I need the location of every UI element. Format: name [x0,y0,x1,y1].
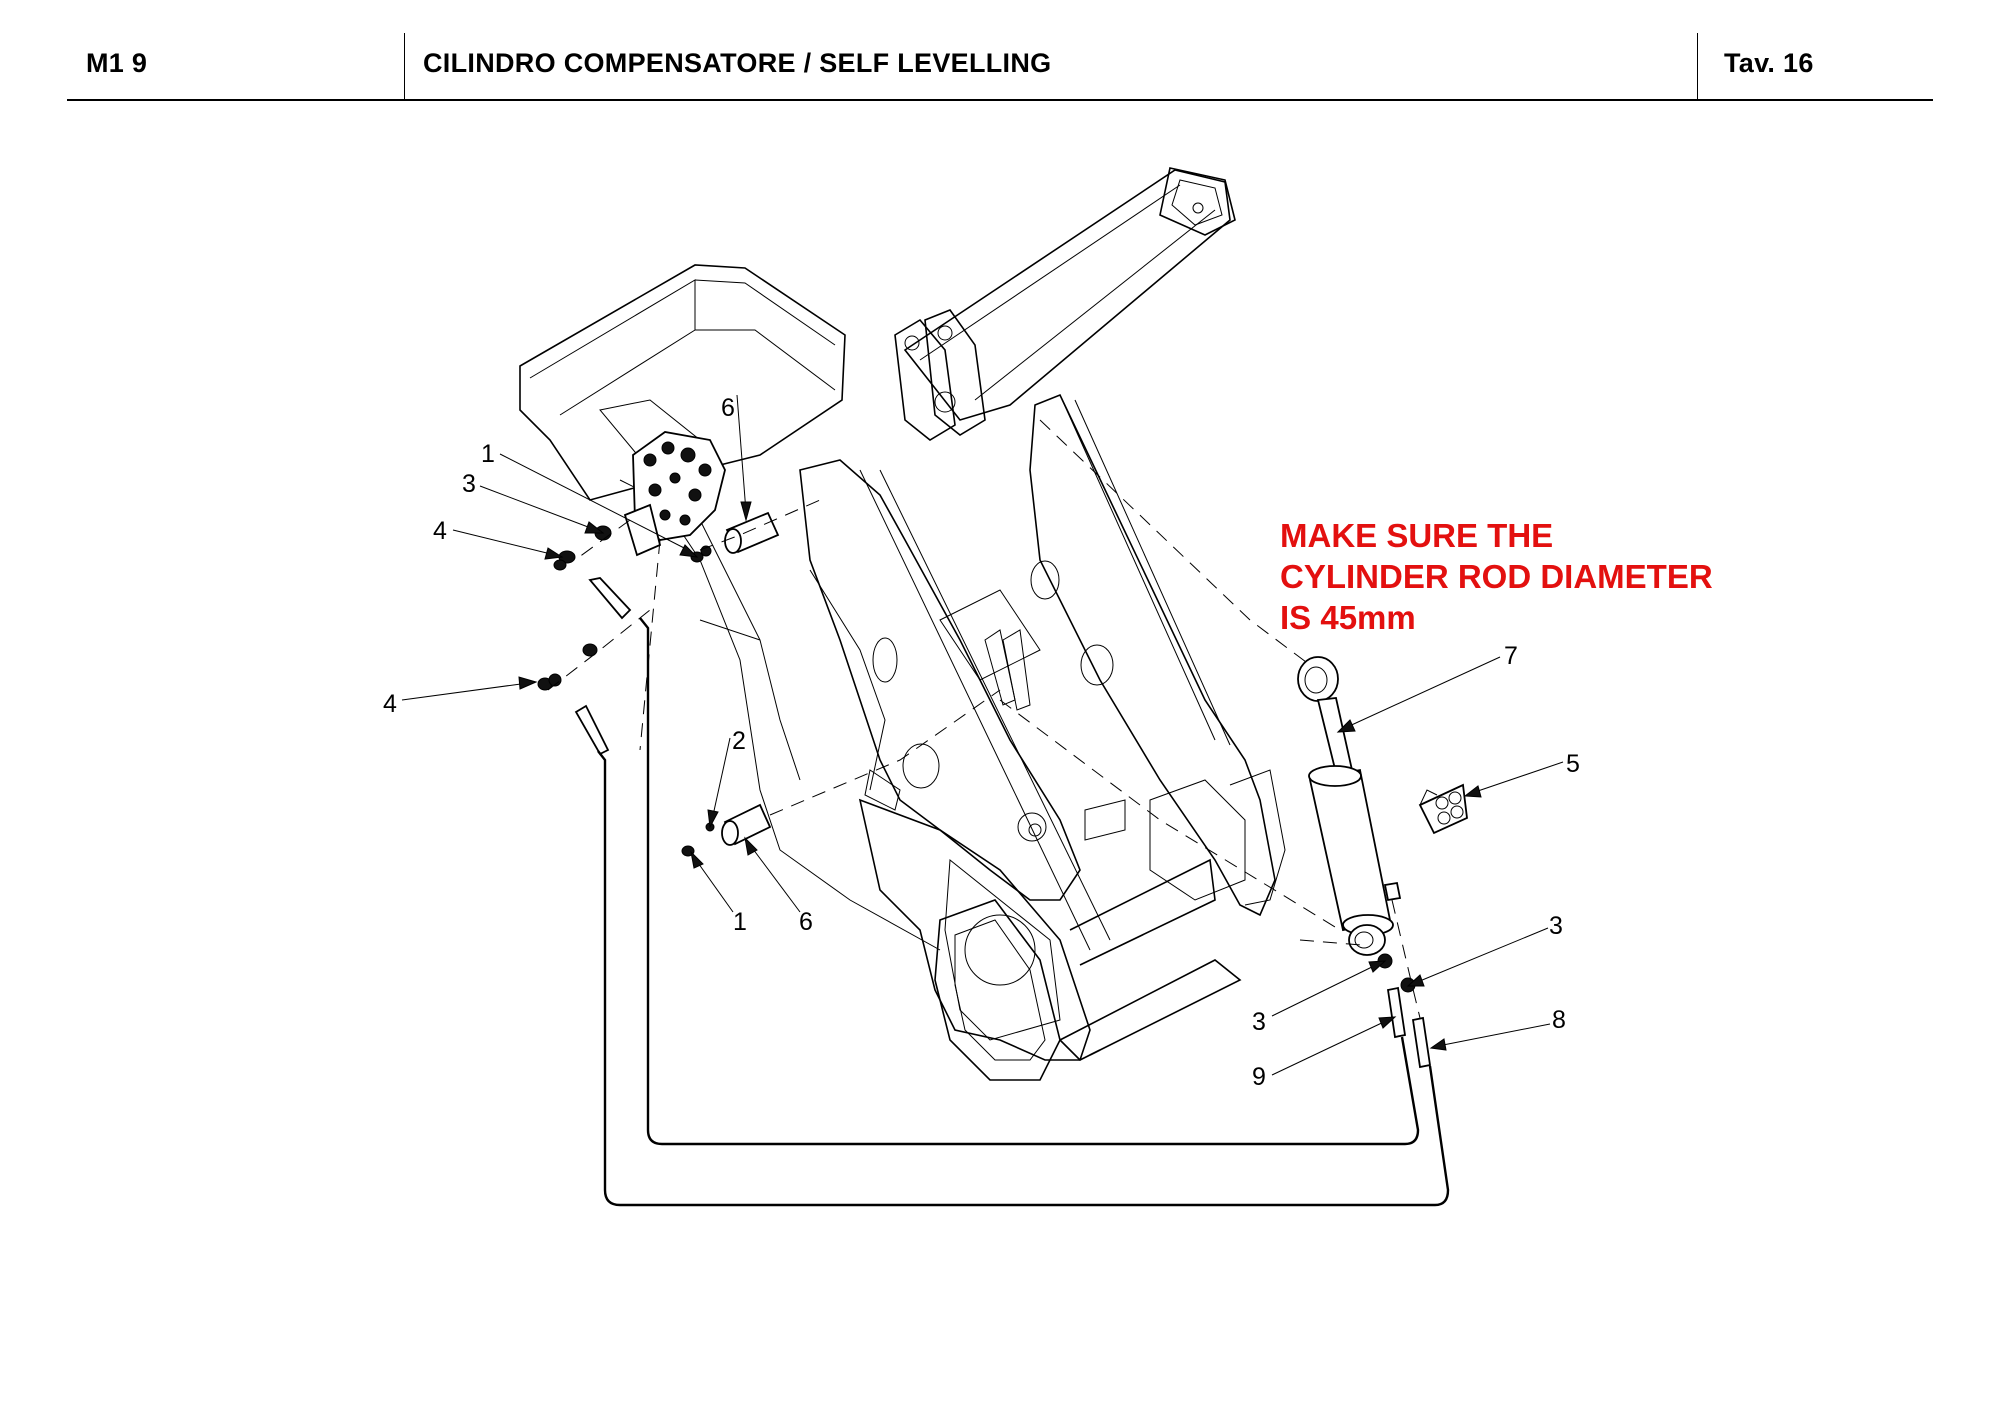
cab-tray [519,264,846,501]
callout-5: 5 [1566,750,1580,778]
cylinder [1297,656,1432,1069]
warning-line: IS 45mm [1280,599,1416,636]
pin-lower [721,803,772,846]
callout-2: 2 [732,727,746,755]
header-rule [67,99,1933,101]
chassis-frame [799,393,1286,1061]
callout-9: 9 [1252,1063,1266,1091]
side-plate [619,479,941,951]
warning-line: CYLINDER ROD DIAMETER [1280,558,1713,595]
leader-lines [401,394,1564,1076]
callout-4: 4 [433,517,447,545]
fittings-left [537,525,715,857]
warning-line: MAKE SURE THE [1280,517,1554,554]
lift-arm-plates [894,309,986,441]
header-divider [404,33,405,100]
hose-outer [597,750,1450,1207]
decal [1418,783,1468,835]
callout-1: 1 [733,908,747,936]
page-title: CILINDRO COMPENSATORE / SELF LEVELLING [423,48,1052,78]
valve-block [623,431,726,557]
callout-6: 6 [799,908,813,936]
boom-arm [903,167,1236,421]
callout-8: 8 [1552,1006,1566,1034]
hose-inner [639,617,1420,1146]
callout-4: 4 [383,690,397,718]
table-number: Tav. 16 [1724,48,1814,78]
axle-housing [934,899,1101,1081]
callout-7: 7 [1504,642,1518,670]
assembly-lines [547,419,1421,1019]
callout-6: 6 [721,394,735,422]
callout-1: 1 [481,440,495,468]
warning-note: MAKE SURE THE CYLINDER ROD DIAMETER IS 4… [1280,515,1713,638]
pin-upper [724,511,780,554]
callout-numbers: 1 3 4 4 6 2 1 6 7 5 3 3 8 9 [383,394,1580,1091]
page-code: M1 9 [86,48,148,78]
callout-3: 3 [1252,1008,1266,1036]
callout-3: 3 [1549,912,1563,940]
header-divider [1697,33,1698,100]
callout-3: 3 [462,470,476,498]
